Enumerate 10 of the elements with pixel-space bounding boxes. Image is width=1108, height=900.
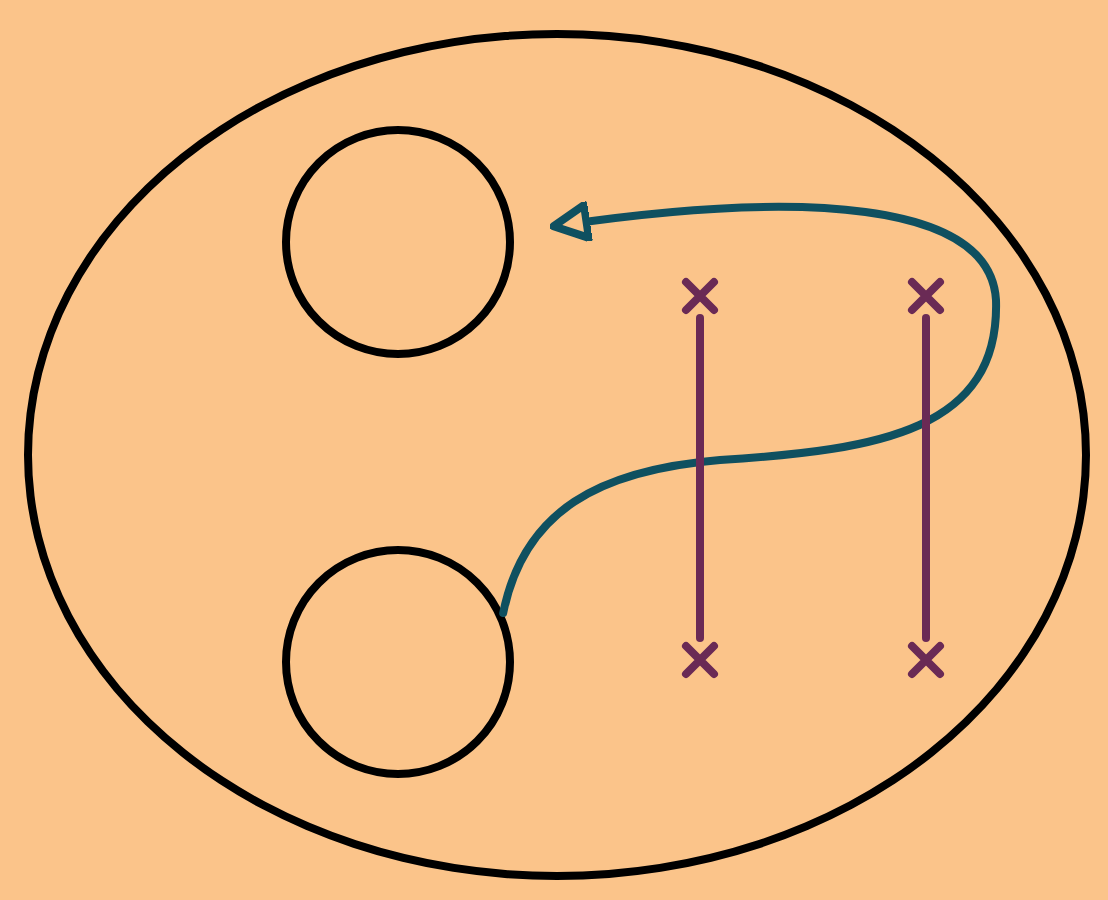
outer-ellipse [24, 30, 1090, 880]
circle [282, 546, 514, 778]
cross-mark [904, 274, 948, 318]
cross-mark [678, 274, 722, 318]
curved-arrow [499, 201, 1000, 617]
cross-mark [904, 638, 948, 682]
cross-mark [678, 638, 722, 682]
line [922, 314, 930, 642]
circle [282, 126, 514, 358]
line [696, 314, 704, 642]
